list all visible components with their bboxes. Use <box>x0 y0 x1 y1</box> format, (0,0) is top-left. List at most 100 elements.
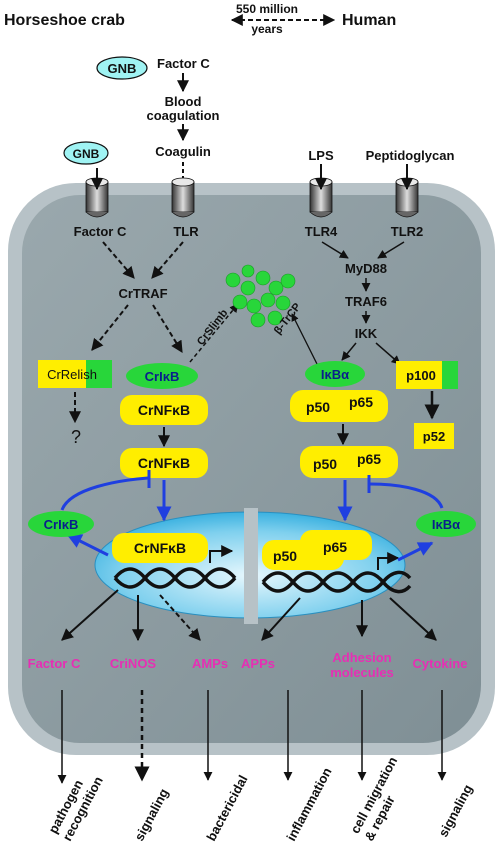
header: Horseshoe crab Human 550 million years <box>4 2 396 36</box>
crrelish-label: CrRelish <box>47 367 97 382</box>
p52-box <box>414 423 454 449</box>
outcome-cell-migration-repair: cell migration& repair <box>347 754 414 843</box>
crab-pathway: CrTRAF CrRelish ? CrIκB CrNFκB CrNFκB Cr… <box>38 241 239 478</box>
coagulin-label: Coagulin <box>155 144 211 159</box>
crikb-badge <box>126 363 198 389</box>
crikb-label: CrIκB <box>145 369 180 384</box>
arrow-to-crikb-out <box>66 533 109 557</box>
ikba-out-label: IκBα <box>432 517 460 532</box>
horseshoe-crab-label: Horseshoe crab <box>4 12 125 29</box>
p65-2-label: p65 <box>357 451 381 467</box>
nucleus: CrNFκB p50 p65 <box>94 508 412 624</box>
timespan-line2: years <box>251 22 283 36</box>
crikb-inhibition-curve <box>60 476 149 511</box>
ikba-out-badge <box>416 511 476 537</box>
blood-line2: coagulation <box>147 108 220 123</box>
factor-c-receptor <box>85 168 109 218</box>
p50p65-1-box <box>290 390 388 422</box>
tlr2-receptor <box>395 164 419 218</box>
arrow-ikk-to-p100 <box>375 342 401 365</box>
blood-line1: Blood <box>165 94 202 109</box>
product-cytokine: Cytokine <box>413 656 468 671</box>
p65-nucleus-label: p65 <box>323 539 347 555</box>
crnfkb-1-box <box>120 395 208 425</box>
receptors: GNB LPS Peptidoglycan Factor C TLR <box>63 141 455 239</box>
product-crinos: CriNOS <box>110 656 157 671</box>
arrow-tlr2-to-myd88 <box>377 241 405 259</box>
peptidoglycan-label: Peptidoglycan <box>366 148 455 163</box>
product-amps: AMPs <box>192 656 228 671</box>
timespan-line1: 550 million <box>236 2 298 16</box>
unknown-mark: ? <box>71 427 81 447</box>
arrow-crslimb-to-proteasome <box>189 303 239 363</box>
factor-c-top-label: Factor C <box>157 56 210 71</box>
arrow-tlr4-to-myd88 <box>321 241 349 259</box>
crrelish-green <box>86 360 112 388</box>
factor-c-receptor-label: Factor C <box>74 224 127 239</box>
dna-helix-left <box>113 567 237 589</box>
ikba-badge <box>305 361 365 387</box>
myd88-label: MyD88 <box>345 261 387 276</box>
degradation-cluster <box>225 264 296 328</box>
tlr4-receptor <box>309 164 333 218</box>
crnfkb-2-box <box>120 448 208 478</box>
p65-nucleus-box <box>300 530 372 560</box>
outcome-signaling-crab: signaling <box>131 786 171 843</box>
tlr2-label: TLR2 <box>391 224 424 239</box>
gnb-top-badge <box>96 56 148 80</box>
outcome-bactericidal: bactericidal <box>203 773 250 844</box>
p50-nucleus-label: p50 <box>273 548 297 564</box>
gnb-top-label: GNB <box>108 61 137 76</box>
p50-2-label: p50 <box>313 456 337 472</box>
tlr4-label: TLR4 <box>305 224 338 239</box>
p52-label: p52 <box>423 429 445 444</box>
gnb-receptor-badge <box>63 141 109 165</box>
arrow-ikk-to-ikba <box>341 342 357 361</box>
outcome-inflammation: inflammation <box>283 765 334 844</box>
product-factor-c: Factor C <box>28 656 81 671</box>
p50-1-label: p50 <box>306 399 330 415</box>
product-apps: APPs <box>241 656 275 671</box>
arrow-crtraf-to-crrelish <box>91 304 129 351</box>
outcomes: pathogenrecognition signaling bactericid… <box>45 754 475 843</box>
crrelish-yellow <box>38 360 86 388</box>
product-arrows <box>61 589 437 642</box>
dna-helix-right <box>261 570 412 594</box>
crikb-out-label: CrIκB <box>44 517 79 532</box>
arrow-btrcp-to-proteasome <box>291 313 319 367</box>
coagulation-pathway: GNB Factor C Blood coagulation Coagulin <box>96 56 220 192</box>
crnfkb-nucleus-label: CrNFκB <box>134 540 186 556</box>
crab-transcription-arrow <box>209 545 234 563</box>
arrow-to-ikba-out <box>397 541 434 562</box>
p100-label: p100 <box>406 368 436 383</box>
lps-label: LPS <box>308 148 334 163</box>
gnb-receptor-label: GNB <box>73 147 100 161</box>
ikba-label: IκBα <box>321 367 349 382</box>
p100-green <box>442 361 458 389</box>
p65-1-label: p65 <box>349 394 373 410</box>
crikb-out-badge <box>28 511 94 537</box>
p100-yellow <box>396 361 442 389</box>
crnfkb-2-label: CrNFκB <box>138 455 190 471</box>
p50p65-2-box <box>300 446 398 478</box>
outcome-signaling-human: signaling <box>435 782 475 839</box>
human-transcription-arrow <box>377 552 400 570</box>
ikba-inhibition-curve <box>369 482 444 509</box>
crtraf-label: CrTRAF <box>118 286 167 301</box>
cell-body <box>22 195 481 743</box>
crnfkb-nucleus-box <box>112 533 208 563</box>
tlr-receptor <box>171 177 195 218</box>
outcome-arrows <box>57 690 447 784</box>
traf6-label: TRAF6 <box>345 294 387 309</box>
nucleus-divider <box>244 508 258 624</box>
ikk-label: IKK <box>355 326 378 341</box>
feedback-loops: CrIκB IκBα <box>28 470 476 562</box>
human-label: Human <box>342 12 396 29</box>
outcome-pathogen-recognition: pathogenrecognition <box>45 766 106 843</box>
crnfkb-1-label: CrNFκB <box>138 402 190 418</box>
arrow-crtraf-to-crikb <box>152 304 183 354</box>
tlr-label: TLR <box>173 224 199 239</box>
